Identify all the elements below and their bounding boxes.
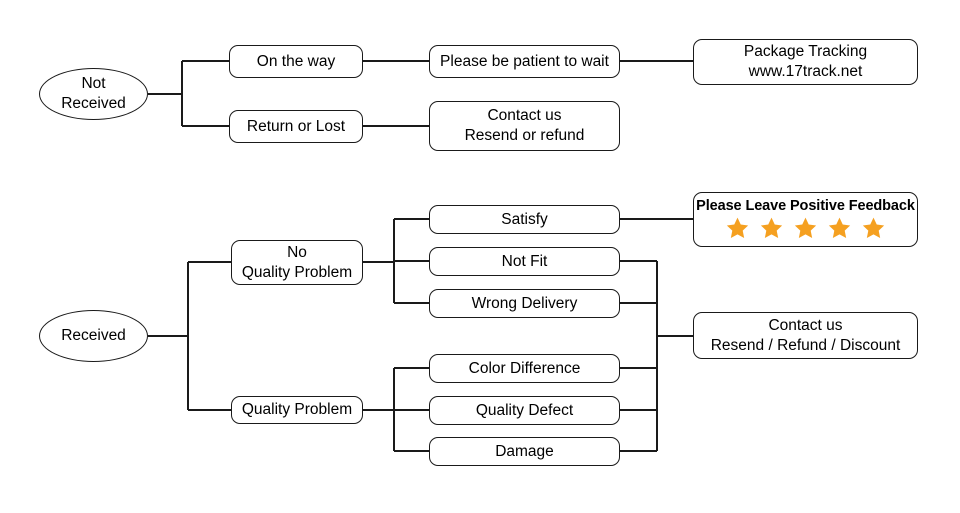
node-no-quality-problem[interactable]: No Quality Problem [231, 240, 363, 285]
node-please-be-patient[interactable]: Please be patient to wait [429, 45, 620, 78]
node-please-be-patient-label: Please be patient to wait [440, 52, 609, 70]
node-package-tracking-url: www.17track.net [748, 63, 863, 80]
node-contact-resend-refund[interactable]: Contact us Resend or refund [429, 101, 620, 151]
node-wrong-delivery-label: Wrong Delivery [471, 294, 578, 312]
node-quality-defect[interactable]: Quality Defect [429, 396, 620, 425]
star-icon[interactable] [827, 216, 852, 241]
node-no-quality-problem-line1: No [287, 243, 307, 261]
node-quality-problem-label: Quality Problem [241, 401, 353, 419]
node-not-fit[interactable]: Not Fit [429, 247, 620, 276]
node-return-or-lost-label: Return or Lost [246, 117, 346, 135]
node-color-difference[interactable]: Color Difference [429, 354, 620, 383]
node-not-received[interactable]: Not Received [39, 68, 148, 120]
star-icon[interactable] [861, 216, 886, 241]
star-icon[interactable] [759, 216, 784, 241]
node-contact-resend-refund-line2: Resend or refund [464, 127, 585, 144]
node-wrong-delivery[interactable]: Wrong Delivery [429, 289, 620, 318]
star-rating[interactable] [725, 216, 886, 241]
star-icon[interactable] [793, 216, 818, 241]
node-color-difference-label: Color Difference [468, 359, 581, 377]
node-quality-problem[interactable]: Quality Problem [231, 396, 363, 424]
node-satisfy-label: Satisfy [501, 210, 548, 228]
node-not-fit-label: Not Fit [501, 252, 548, 270]
node-not-received-line1: Not [81, 75, 106, 93]
star-icon[interactable] [725, 216, 750, 241]
node-return-or-lost[interactable]: Return or Lost [229, 110, 363, 143]
node-package-tracking[interactable]: Package Tracking www.17track.net [693, 39, 918, 85]
node-positive-feedback[interactable]: Please Leave Positive Feedback [693, 192, 918, 247]
node-received-label: Received [61, 327, 126, 345]
node-quality-defect-label: Quality Defect [475, 401, 574, 419]
node-package-tracking-line1: Package Tracking [743, 43, 868, 61]
node-not-received-line2: Received [61, 95, 126, 112]
node-received[interactable]: Received [39, 310, 148, 362]
node-contact-resolution-line1: Contact us [768, 316, 843, 334]
node-on-the-way[interactable]: On the way [229, 45, 363, 78]
feedback-title: Please Leave Positive Feedback [696, 198, 915, 214]
node-contact-resolution-line2: Resend / Refund / Discount [710, 336, 901, 354]
node-no-quality-problem-line2: Quality Problem [241, 263, 353, 281]
node-on-the-way-label: On the way [256, 52, 336, 70]
node-contact-resend-refund-line1: Contact us [487, 107, 562, 125]
node-contact-resolution[interactable]: Contact us Resend / Refund / Discount [693, 312, 918, 359]
node-damage-label: Damage [495, 442, 554, 460]
node-satisfy[interactable]: Satisfy [429, 205, 620, 234]
node-damage[interactable]: Damage [429, 437, 620, 466]
